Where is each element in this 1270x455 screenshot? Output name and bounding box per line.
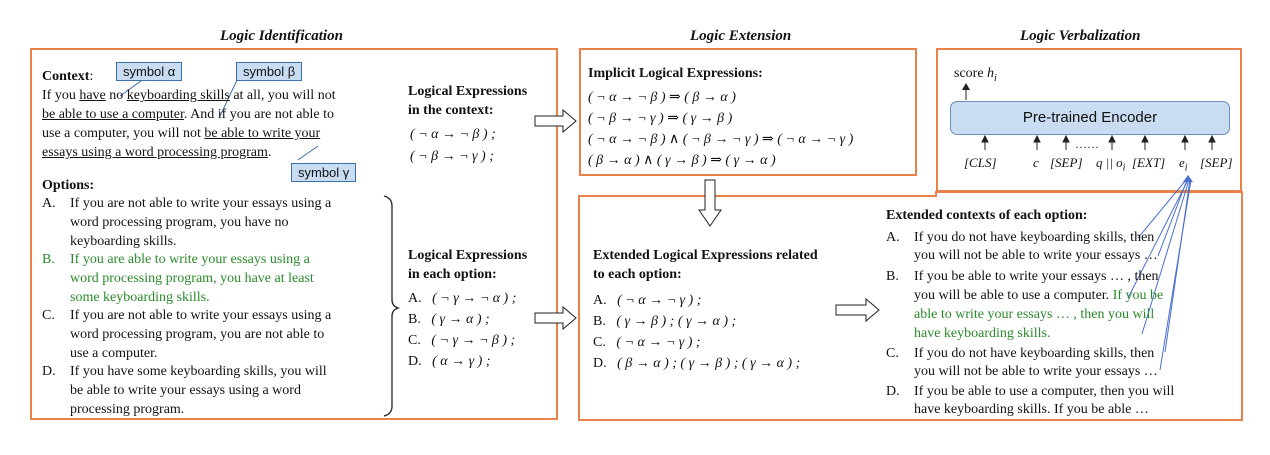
option-b-line-3: some keyboarding skills.	[70, 290, 210, 305]
logic-context-expr-2: ( ¬ β → ¬ γ ) ;	[410, 149, 494, 164]
ext-context-b-line-1: If you be able to write your essays … , …	[914, 269, 1159, 284]
implicit-expr-1: ( ¬ α → ¬ β ) ⇒ ( β → α )	[588, 90, 736, 105]
arrow-options-to-extended	[534, 305, 577, 331]
token-sep-2: [SEP]	[1200, 155, 1233, 170]
option-c-line-1: If you are not able to write your essays…	[70, 308, 332, 323]
header-logic-extension: Logic Extension	[690, 28, 792, 44]
option-a-line-3: keyboarding skills.	[70, 234, 177, 249]
option-a-line-2: word processing program, you have no	[70, 215, 289, 230]
ext-context-b-line-4: have keyboarding skills.	[914, 326, 1051, 341]
ext-context-a-line-1: If you do not have keyboarding skills, t…	[914, 230, 1155, 245]
logic-option-d: D. ( α → γ ) ;	[408, 354, 491, 369]
ext-context-b-line-2: you will be able to use a computer. If y…	[914, 288, 1164, 303]
context-line-1: If you have no keyboarding skills at all…	[42, 88, 336, 103]
ext-context-b-line-3: able to write your essays … , then you w…	[914, 307, 1155, 322]
score-label: score hi	[954, 66, 997, 84]
context-label-row: Context:	[42, 69, 94, 84]
ei-connector-lines	[1127, 179, 1192, 371]
token-c: c	[1033, 155, 1039, 170]
logic-options-title-1: Logical Expressions	[408, 248, 528, 263]
arrow-extended-to-contexts	[835, 297, 880, 323]
options-label: Options:	[42, 178, 95, 193]
panel-implicit-logic	[579, 48, 917, 176]
token-ext: [EXT]	[1132, 155, 1166, 170]
option-d-line-3: processing program.	[70, 402, 185, 417]
arrow-implicit-down	[698, 179, 722, 227]
token-arrows	[981, 134, 1216, 150]
logic-options-title-2: in each option:	[408, 267, 497, 282]
ext-context-a-line-2: you will not be able to write your essay…	[914, 248, 1158, 263]
option-b-letter: B.	[42, 252, 55, 267]
options-bracket	[383, 195, 401, 417]
extended-logic-b: B. ( γ → β ) ; ( γ → α ) ;	[593, 314, 737, 329]
symbol-beta-tag: symbol β	[236, 62, 303, 81]
implicit-expr-3: ( ¬ α → ¬ β ) ∧ ( ¬ β → ¬ γ ) ⇒ ( ¬ α → …	[588, 132, 854, 147]
extended-logic-d: D. ( β → α ) ; ( γ → β ) ; ( γ → α ) ;	[593, 356, 801, 371]
option-c-line-3: use a computer.	[70, 346, 158, 361]
option-a-line-1: If you are not able to write your essays…	[70, 196, 332, 211]
token-q-option: q || oi	[1096, 155, 1126, 174]
pretrained-encoder-block: Pre-trained Encoder	[950, 101, 1230, 135]
token-dots: ……	[1075, 137, 1099, 151]
implicit-expr-4: ( β → α ) ∧ ( γ → β ) ⇒ ( γ → α )	[588, 153, 776, 168]
symbol-gamma-pointer	[297, 145, 319, 161]
logic-option-a: A. ( ¬ γ → ¬ α ) ;	[408, 291, 517, 306]
ext-context-c-line-1: If you do not have keyboarding skills, t…	[914, 346, 1155, 361]
symbol-alpha-pointer	[119, 77, 146, 97]
option-c-letter: C.	[42, 308, 55, 323]
token-sep-1: [SEP]	[1050, 155, 1083, 170]
token-cls: [CLS]	[964, 155, 997, 170]
ext-context-c-letter: C.	[886, 346, 899, 361]
option-d-letter: D.	[42, 364, 56, 379]
extended-logic-title-2: to each option:	[593, 267, 682, 282]
symbol-gamma-tag: symbol γ	[291, 163, 357, 182]
option-d-line-1: If you have some keyboarding skills, you…	[70, 364, 327, 379]
implicit-title: Implicit Logical Expressions:	[588, 66, 763, 81]
arrow-context-to-implicit	[534, 108, 577, 134]
symbol-alpha-tag: symbol α	[116, 62, 183, 81]
panel-logic-identification	[30, 48, 558, 420]
option-b-line-2: word processing program, you have at lea…	[70, 271, 314, 286]
option-c-line-2: word processing program, you are not abl…	[70, 327, 325, 342]
option-a-letter: A.	[42, 196, 56, 211]
context-line-4: essays using a word processing program.	[42, 145, 272, 160]
logic-context-title-2: in the context:	[408, 103, 494, 118]
context-line-2: be able to use a computer. And if you ar…	[42, 107, 334, 122]
extended-logic-a: A. ( ¬ α → ¬ γ ) ;	[593, 293, 702, 308]
header-logic-identification: Logic Identification	[220, 28, 343, 44]
panel-extended-outline	[578, 191, 1243, 421]
logic-option-b: B. ( γ → α ) ;	[408, 312, 490, 327]
logic-option-c: C. ( ¬ γ → ¬ β ) ;	[408, 333, 516, 348]
ext-context-a-letter: A.	[886, 230, 900, 245]
option-b-line-1: If you are able to write your essays usi…	[70, 252, 310, 267]
logic-context-expr-1: ( ¬ α → ¬ β ) ;	[410, 127, 496, 142]
logic-context-title-1: Logical Expressions	[408, 84, 528, 99]
token-e: ei	[1179, 155, 1188, 174]
ext-context-d-line-2: have keyboarding skills. If you be able …	[914, 402, 1149, 417]
extended-contexts-title: Extended contexts of each option:	[886, 208, 1088, 223]
extended-logic-c: C. ( ¬ α → ¬ γ ) ;	[593, 335, 701, 350]
ext-context-d-line-1: If you be able to use a computer, then y…	[914, 384, 1175, 399]
extended-logic-title-1: Extended Logical Expressions related	[593, 248, 818, 263]
header-logic-verbalization: Logic Verbalization	[1020, 28, 1141, 44]
context-line-3: use a computer, you will not be able to …	[42, 126, 321, 141]
symbol-beta-pointer	[219, 77, 239, 117]
context-label: Context	[42, 69, 90, 84]
ext-context-c-line-2: you will not be able to write your essay…	[914, 364, 1158, 379]
option-d-line-2: be able to write your essays using a wor…	[70, 383, 301, 398]
ext-context-b-letter: B.	[886, 269, 899, 284]
ext-context-d-letter: D.	[886, 384, 900, 399]
implicit-expr-2: ( ¬ β → ¬ γ ) ⇒ ( γ → β )	[588, 111, 733, 126]
